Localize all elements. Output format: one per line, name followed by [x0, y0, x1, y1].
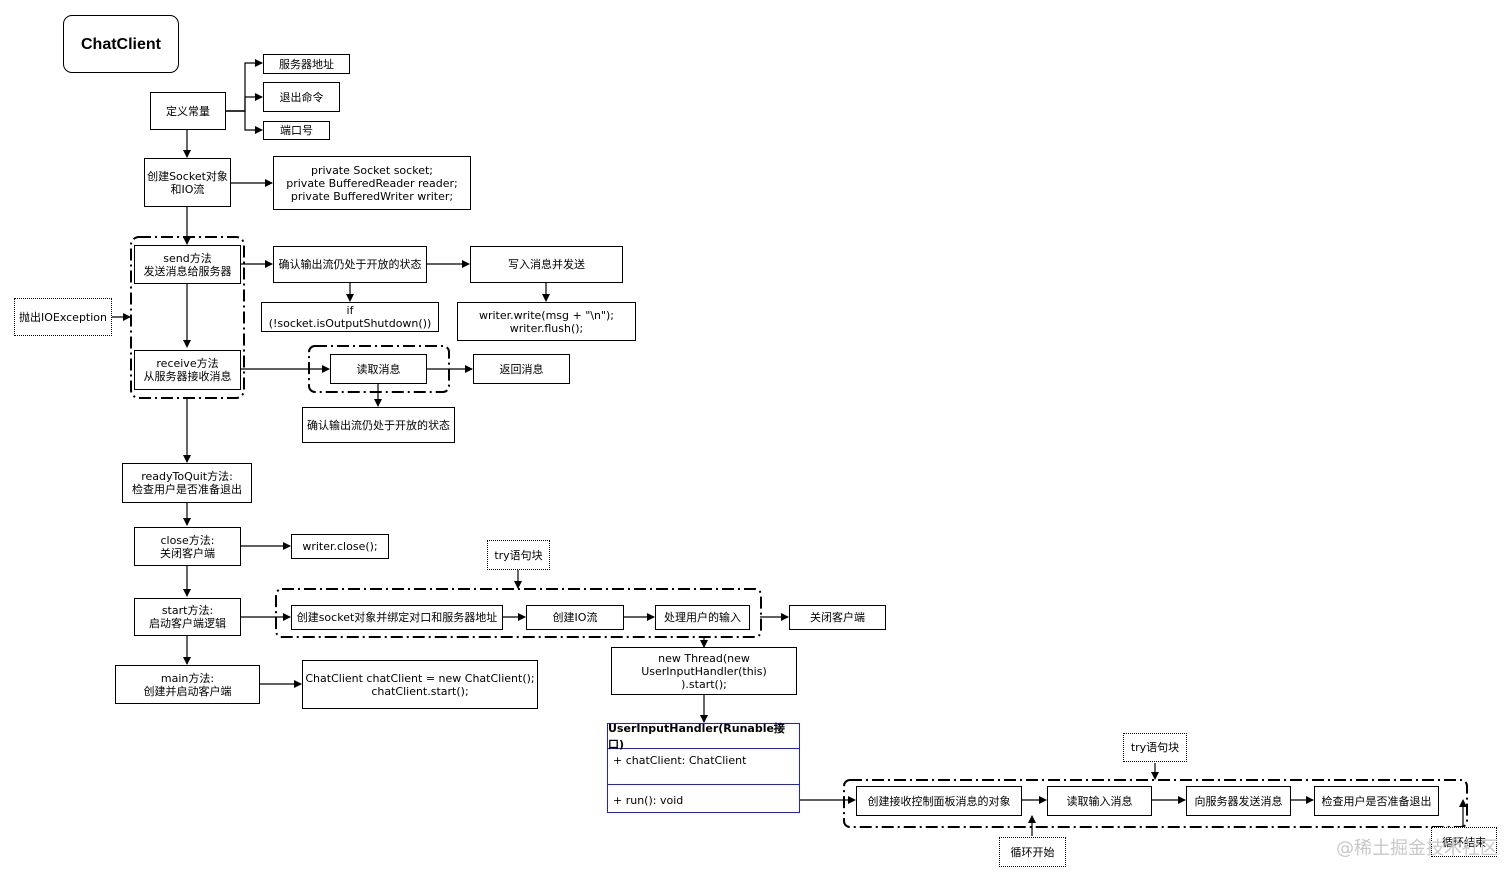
writer-close-node: writer.close(); — [291, 534, 389, 559]
try-block-group-1 — [275, 588, 762, 638]
is-output-shutdown-node: if (!socket.isOutputShutdown()) — [261, 302, 439, 332]
main-code-node: ChatClient chatClient = new ChatClient()… — [302, 660, 538, 709]
uml-method: + run(): void — [613, 794, 684, 807]
new-thread-node: new Thread(new UserInputHandler(this) ).… — [611, 647, 797, 695]
watermark-text: @稀土掘金技术社区 — [1336, 838, 1498, 859]
server-address-node: 服务器地址 — [263, 54, 350, 74]
user-input-handler-class: UserInputHandler(Runable接口) + chatClient… — [607, 722, 800, 813]
close-client-node: 关闭客户端 — [789, 605, 886, 630]
handle-input-node: 处理用户的输入 — [655, 605, 750, 630]
confirm-output-open-node: 确认输出流仍处于开放的状态 — [273, 246, 427, 283]
socket-fields-node: private Socket socket; private BufferedR… — [273, 156, 471, 210]
writer-write-node: writer.write(msg + "\n"); writer.flush()… — [457, 302, 636, 341]
diagram-title: ChatClient — [63, 15, 179, 73]
exit-command-node: 退出命令 — [263, 82, 340, 112]
throw-ioexception-note: 抛出IOException — [14, 298, 112, 336]
uml-separator — [608, 784, 799, 785]
uml-class-title: UserInputHandler(Runable接口) — [608, 722, 799, 751]
send-method-node: send方法 发送消息给服务器 — [134, 245, 241, 284]
create-socket-bind-node: 创建socket对象并绑定对口和服务器地址 — [291, 605, 503, 630]
return-message-node: 返回消息 — [473, 354, 570, 384]
define-constants-node: 定义常量 — [150, 92, 226, 130]
main-method-node: main方法: 创建并启动客户端 — [115, 665, 260, 704]
try-block-note-1: try语句块 — [487, 540, 550, 570]
create-receive-object-node: 创建接收控制面板消息的对象 — [856, 786, 1022, 816]
receive-method-node: receive方法 从服务器接收消息 — [134, 350, 241, 390]
start-method-node: start方法: 启动客户端逻辑 — [134, 598, 241, 636]
ready-to-quit-node: readyToQuit方法: 检查用户是否准备退出 — [122, 463, 252, 503]
create-socket-node: 创建Socket对象 和IO流 — [144, 158, 231, 207]
check-quit-node: 检查用户是否准备退出 — [1314, 786, 1439, 816]
port-node: 端口号 — [263, 121, 330, 140]
write-send-node: 写入消息并发送 — [470, 246, 623, 283]
loop-start-note: 循环开始 — [999, 837, 1066, 867]
read-input-node: 读取输入消息 — [1047, 786, 1152, 816]
try-block-group-2 — [843, 779, 1468, 828]
try-block-note-2: try语句块 — [1123, 733, 1187, 762]
close-method-node: close方法: 关闭客户端 — [134, 527, 241, 566]
loop-end-note: 循环结束 — [1431, 827, 1497, 857]
read-message-node: 读取消息 — [330, 354, 427, 384]
send-to-server-node: 向服务器发送消息 — [1186, 786, 1291, 816]
uml-field: + chatClient: ChatClient — [613, 754, 747, 767]
confirm-output-open-node-2: 确认输出流仍处于开放的状态 — [302, 407, 455, 443]
create-io-node: 创建IO流 — [526, 605, 624, 630]
